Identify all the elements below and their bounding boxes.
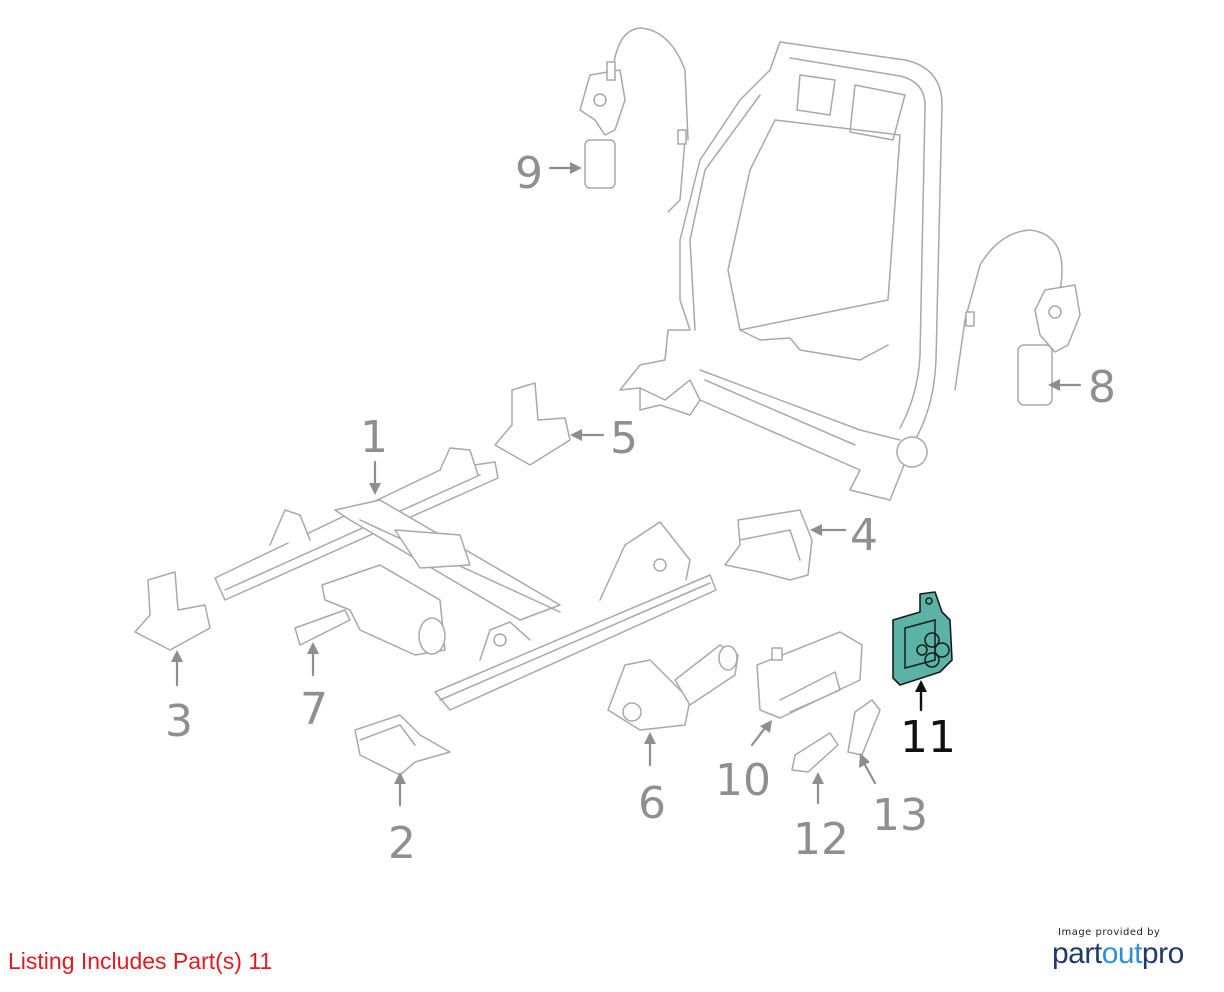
callout-8: 8 bbox=[1088, 362, 1116, 413]
callout-2: 2 bbox=[388, 818, 416, 869]
callout-10: 10 bbox=[715, 755, 771, 806]
seat-track-frame bbox=[214, 447, 717, 711]
callout-6: 6 bbox=[638, 778, 666, 829]
callout-4: 4 bbox=[850, 510, 878, 561]
height-motor bbox=[607, 644, 739, 731]
seat-back-frame bbox=[619, 41, 943, 501]
callout-7: 7 bbox=[300, 684, 328, 735]
callout-13: 13 bbox=[872, 790, 928, 841]
callout-5: 5 bbox=[610, 413, 638, 464]
brand-word-pro: pro bbox=[1141, 937, 1184, 970]
recliner-motor-lower bbox=[954, 229, 1081, 406]
brand-word-out: out bbox=[1101, 937, 1143, 970]
callout-1: 1 bbox=[360, 412, 388, 463]
callout-12: 12 bbox=[793, 814, 849, 865]
bracket-right bbox=[724, 509, 813, 581]
brand-caption: Image provided by bbox=[1058, 927, 1161, 938]
brand-logo: Image provided by partoutpro bbox=[1052, 927, 1212, 970]
bracket-upper bbox=[494, 382, 571, 466]
callout-3: 3 bbox=[165, 696, 193, 747]
bracket-left bbox=[134, 571, 211, 651]
brand-wordmark: partoutpro bbox=[1052, 938, 1212, 970]
track-motor bbox=[294, 564, 446, 656]
callout-11: 11 bbox=[900, 712, 956, 763]
switch-knob-small bbox=[791, 732, 839, 773]
recliner-motor-upper bbox=[579, 27, 689, 213]
listing-note: Listing Includes Part(s) 11 bbox=[8, 948, 273, 974]
callout-9: 9 bbox=[515, 148, 543, 199]
seat-switch-assembly bbox=[756, 631, 863, 719]
bracket-lower-front bbox=[354, 714, 451, 776]
callout-labels: 1 2 3 4 5 6 7 8 9 10 11 12 13 bbox=[165, 148, 1116, 869]
switch-knob-tall bbox=[847, 699, 881, 756]
callout-arrows bbox=[171, 162, 1082, 807]
brand-word-part: part bbox=[1052, 937, 1102, 970]
highlighted-part-11 bbox=[892, 591, 953, 686]
